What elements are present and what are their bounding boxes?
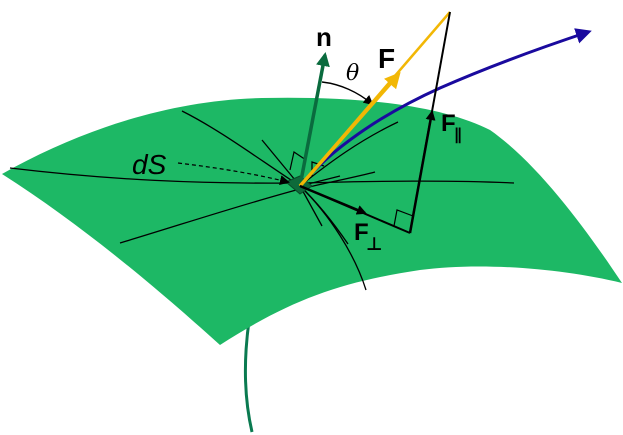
surface-element-label: dS <box>132 149 167 180</box>
component-right-angle <box>393 209 414 227</box>
force-vector <box>298 72 401 188</box>
parallel-component-vector <box>408 110 436 234</box>
perpendicular-label-subscript: ⊥ <box>366 234 382 254</box>
force-label: F <box>378 43 395 74</box>
normal-label: n <box>316 22 332 52</box>
perpendicular-component-vector <box>299 184 367 215</box>
perpendicular-label-main: F <box>354 219 369 246</box>
surface-element-pointer <box>177 162 290 185</box>
parallel-label-subscript: ∥ <box>454 127 462 144</box>
parallel-label-main: F <box>441 110 456 137</box>
normal-vector <box>298 52 330 187</box>
angle-arc <box>321 81 374 106</box>
curved-surface <box>2 97 622 345</box>
grid-line <box>299 121 399 187</box>
perpendicular-component-label: F ⊥ <box>354 219 382 254</box>
surface-grid <box>9 110 515 291</box>
angle-label: θ <box>346 61 359 86</box>
grid-line <box>299 185 349 245</box>
parallel-component-label: F ∥ <box>441 110 462 144</box>
grid-line <box>119 171 376 244</box>
flux-line-upper <box>298 28 592 187</box>
